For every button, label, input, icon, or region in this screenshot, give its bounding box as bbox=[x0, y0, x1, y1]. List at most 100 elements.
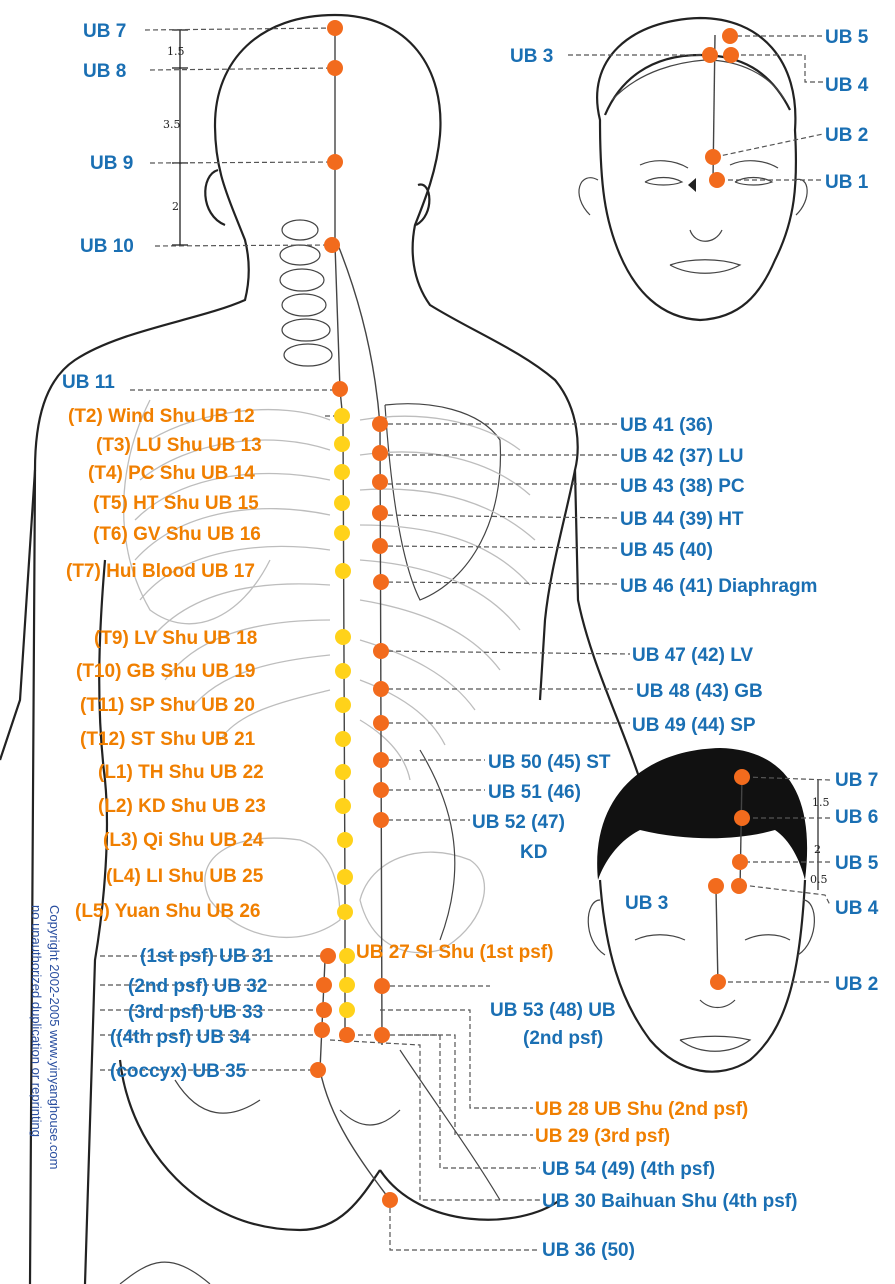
measure-1-5: 1.5 bbox=[167, 45, 185, 58]
point-ub34 bbox=[314, 1022, 330, 1038]
face2-label-ub4: UB 4 bbox=[835, 898, 879, 919]
label-ub19: (T10) GB Shu UB 19 bbox=[76, 661, 255, 682]
point-ub19 bbox=[335, 663, 351, 679]
point-ub14 bbox=[334, 464, 350, 480]
label-ub18: (T9) LV Shu UB 18 bbox=[94, 628, 257, 649]
point-ub36 bbox=[382, 1192, 398, 1208]
point-ub25 bbox=[337, 869, 353, 885]
face1-point-ub1 bbox=[709, 172, 725, 188]
face1-point-ub5 bbox=[722, 28, 738, 44]
point-ub32 bbox=[316, 977, 332, 993]
face2-label-ub2: UB 2 bbox=[835, 974, 878, 995]
point-ub9 bbox=[327, 154, 343, 170]
label-ub28: UB 28 UB Shu (2nd psf) bbox=[535, 1099, 748, 1120]
point-ub45 bbox=[372, 538, 388, 554]
label-ub31: (1st psf) UB 31 bbox=[140, 946, 273, 967]
label-ub50: UB 50 (45) ST bbox=[488, 752, 611, 773]
label-ub52: UB 52 (47) bbox=[472, 812, 565, 833]
label-ub14: (T4) PC Shu UB 14 bbox=[88, 463, 255, 484]
point-ub53 bbox=[374, 978, 390, 994]
point-ub43 bbox=[372, 474, 388, 490]
point-ub17 bbox=[335, 563, 351, 579]
label-ub8: UB 8 bbox=[83, 61, 126, 82]
label-ub52-kd: KD bbox=[520, 842, 547, 863]
label-ub42: UB 42 (37) LU bbox=[620, 446, 744, 467]
point-ub21 bbox=[335, 731, 351, 747]
label-ub45: UB 45 (40) bbox=[620, 540, 713, 561]
point-ub44 bbox=[372, 505, 388, 521]
point-ub50 bbox=[373, 752, 389, 768]
label-ub26: (L5) Yuan Shu UB 26 bbox=[75, 901, 260, 922]
face2-measure-1-5: 1.5 bbox=[812, 796, 830, 809]
point-ub7 bbox=[327, 20, 343, 36]
face-front-bottom bbox=[588, 748, 814, 1072]
face2-label-ub7: UB 7 bbox=[835, 770, 878, 791]
label-ub33: (3rd psf) UB 33 bbox=[128, 1002, 263, 1023]
label-ub35: (coccyx) UB 35 bbox=[110, 1061, 247, 1082]
face2-measure-2: 2 bbox=[814, 843, 821, 856]
point-ub54 bbox=[374, 1027, 390, 1043]
face1-label-ub5: UB 5 bbox=[825, 27, 869, 48]
label-ub47: UB 47 (42) LV bbox=[632, 645, 753, 666]
face2-point-ub2 bbox=[710, 974, 726, 990]
point-ub42 bbox=[372, 445, 388, 461]
point-ub26 bbox=[337, 904, 353, 920]
face1-point-ub2 bbox=[705, 149, 721, 165]
point-ub20 bbox=[335, 697, 351, 713]
measure-2: 2 bbox=[172, 200, 179, 213]
face2-point-ub7 bbox=[734, 769, 750, 785]
label-ub24: (L3) Qi Shu UB 24 bbox=[103, 830, 264, 851]
face1-label-ub3: UB 3 bbox=[510, 46, 553, 67]
point-ub28 bbox=[339, 977, 355, 993]
back-shu-labels: (T2) Wind Shu UB 12 (T3) LU Shu UB 13 (T… bbox=[66, 406, 266, 922]
face2-point-ub4 bbox=[731, 878, 747, 894]
label-ub36: UB 36 (50) bbox=[542, 1240, 635, 1261]
label-ub23: (L2) KD Shu UB 23 bbox=[98, 796, 266, 817]
face1-label-ub2: UB 2 bbox=[825, 125, 868, 146]
point-ub48 bbox=[373, 681, 389, 697]
copyright-line1: Copyright 2002-2005 www.yinyanghouse.com bbox=[47, 905, 62, 1170]
point-ub33 bbox=[316, 1002, 332, 1018]
label-ub21: (T12) ST Shu UB 21 bbox=[80, 729, 256, 750]
label-ub51: UB 51 (46) bbox=[488, 782, 581, 803]
face2-point-ub6 bbox=[734, 810, 750, 826]
point-ub16 bbox=[334, 525, 350, 541]
point-ub22 bbox=[335, 764, 351, 780]
face2-measure-0-5: 0.5 bbox=[810, 873, 828, 886]
label-ub7: UB 7 bbox=[83, 21, 126, 42]
point-ub13 bbox=[334, 436, 350, 452]
point-ub52 bbox=[373, 812, 389, 828]
point-ub11 bbox=[332, 381, 348, 397]
point-ub31 bbox=[320, 948, 336, 964]
label-ub15: (T5) HT Shu UB 15 bbox=[93, 493, 259, 514]
point-ub23 bbox=[335, 798, 351, 814]
face-front-top bbox=[579, 18, 807, 320]
label-ub54: UB 54 (49) (4th psf) bbox=[542, 1159, 715, 1180]
label-ub22: (L1) TH Shu UB 22 bbox=[98, 762, 264, 783]
label-ub46: UB 46 (41) Diaphragm bbox=[620, 576, 817, 597]
point-ub27 bbox=[339, 948, 355, 964]
point-ub41 bbox=[372, 416, 388, 432]
label-ub44: UB 44 (39) HT bbox=[620, 509, 744, 530]
point-ub30 bbox=[339, 1027, 355, 1043]
point-ub18 bbox=[335, 629, 351, 645]
point-ub51 bbox=[373, 782, 389, 798]
label-ub12: (T2) Wind Shu UB 12 bbox=[68, 406, 255, 427]
point-ub49 bbox=[373, 715, 389, 731]
face1-label-ub1: UB 1 bbox=[825, 172, 869, 193]
face2-label-ub5: UB 5 bbox=[835, 853, 879, 874]
face2-label-ub3: UB 3 bbox=[625, 893, 668, 914]
label-ub11: UB 11 bbox=[62, 372, 115, 393]
label-ub53-line2: (2nd psf) bbox=[523, 1028, 603, 1049]
copyright-line2: no unauthorized duplication or reprintin… bbox=[29, 905, 44, 1137]
face1-point-ub3 bbox=[702, 47, 718, 63]
label-ub49: UB 49 (44) SP bbox=[632, 715, 756, 736]
label-ub9: UB 9 bbox=[90, 153, 133, 174]
label-ub27: UB 27 SI Shu (1st psf) bbox=[356, 942, 553, 963]
label-ub16: (T6) GV Shu UB 16 bbox=[93, 524, 261, 545]
label-ub41: UB 41 (36) bbox=[620, 415, 713, 436]
point-ub12 bbox=[334, 408, 350, 424]
head-measure-scale: 1.5 3.5 2 bbox=[163, 30, 188, 245]
point-ub29 bbox=[339, 1002, 355, 1018]
